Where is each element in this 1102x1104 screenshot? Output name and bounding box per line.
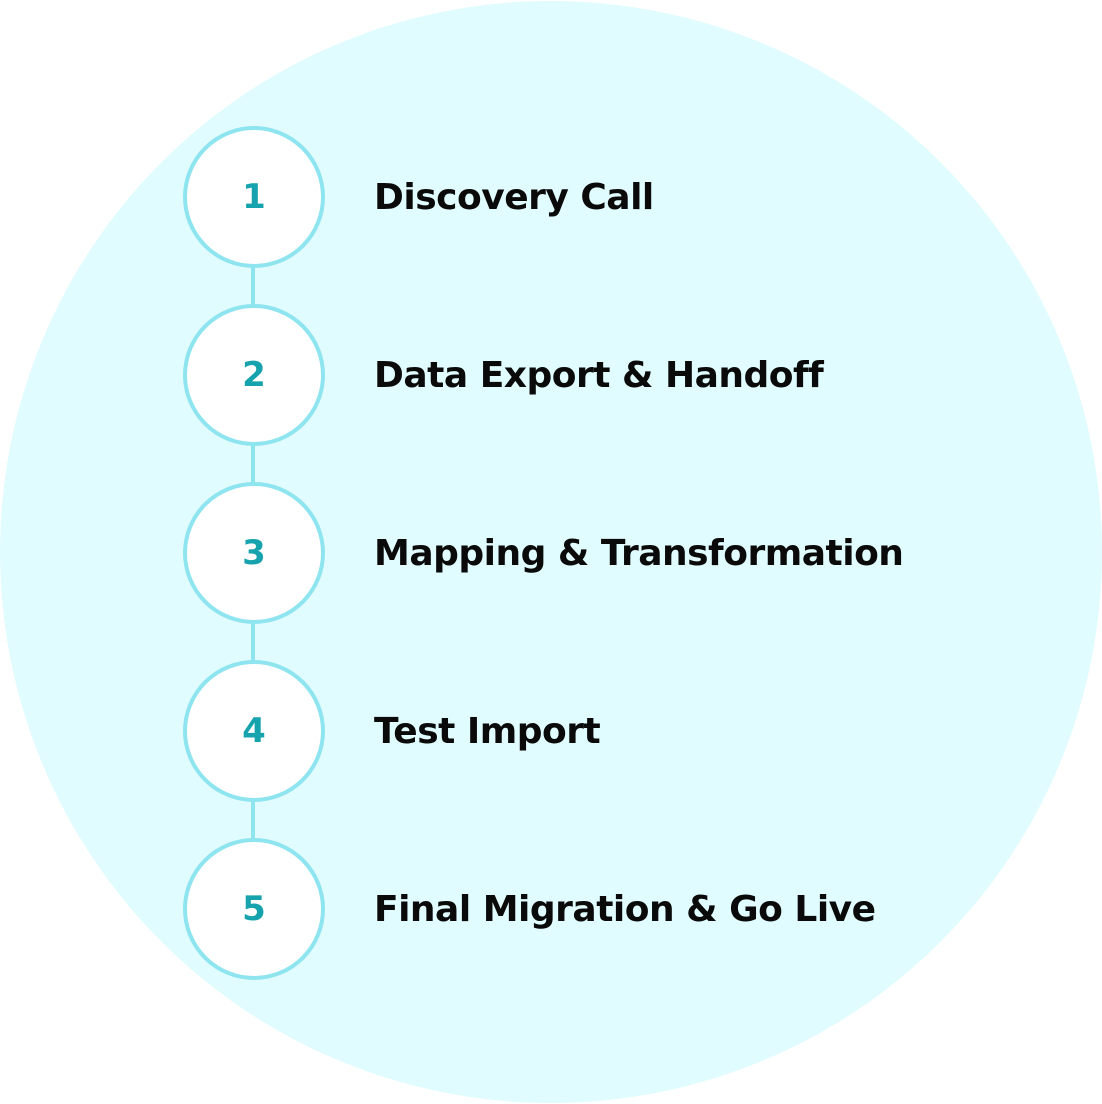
step-connector: [251, 266, 255, 308]
step-circle-2: 2: [183, 304, 325, 446]
step-number: 4: [242, 711, 266, 751]
step-label: Data Export & Handoff: [374, 355, 824, 396]
step-label: Discovery Call: [374, 177, 654, 218]
step-number: 1: [242, 177, 266, 217]
step-number: 2: [242, 355, 266, 395]
step-number: 5: [242, 889, 266, 929]
step-circle-4: 4: [183, 660, 325, 802]
step-connector: [251, 444, 255, 486]
step-number: 3: [242, 533, 266, 573]
step-circle-3: 3: [183, 482, 325, 624]
step-connector: [251, 622, 255, 664]
step-label: Final Migration & Go Live: [374, 889, 876, 930]
step-label: Mapping & Transformation: [374, 533, 904, 574]
step-circle-5: 5: [183, 838, 325, 980]
step-label: Test Import: [374, 711, 601, 752]
step-circle-1: 1: [183, 126, 325, 268]
step-connector: [251, 800, 255, 842]
